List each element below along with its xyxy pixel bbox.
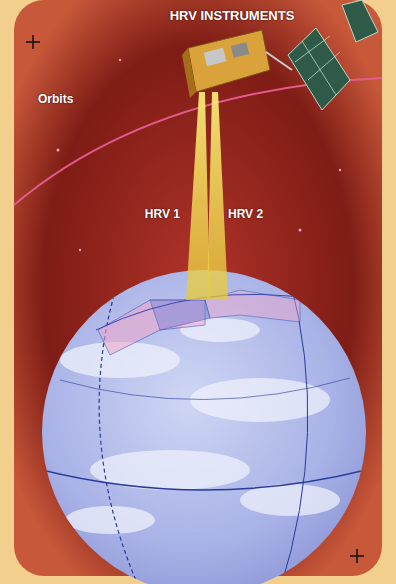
instrument-label: HRV 1 xyxy=(145,207,180,221)
registration-marks xyxy=(26,35,364,563)
earth xyxy=(42,270,366,584)
orbit-label: Orbits xyxy=(38,92,73,106)
earth-details xyxy=(42,275,366,584)
hrv1-beam xyxy=(186,92,210,300)
title: HRV INSTRUMENTS xyxy=(170,8,295,23)
hrv2-beam xyxy=(207,92,228,300)
instrument-label: HRV 2 xyxy=(228,207,263,221)
